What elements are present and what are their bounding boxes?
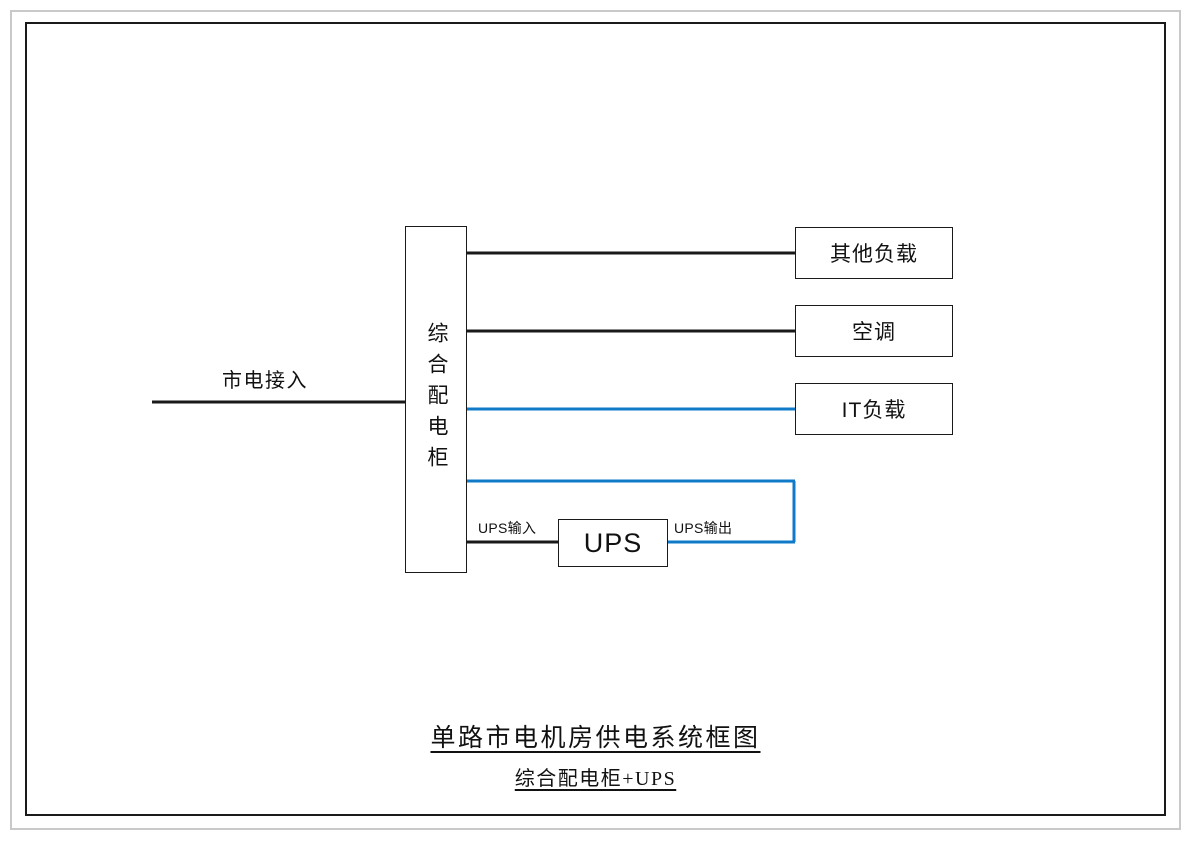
caption-line-2-row: 综合配电柜+UPS [0,754,1191,791]
ups-label: UPS [583,527,643,558]
distribution-cabinet-box: 综合配电柜 [405,226,467,573]
caption-line-1-row: 单路市电机房供电系统框图 [0,718,1191,754]
load-label-other: 其他负载 [830,243,918,266]
diagram-caption: 单路市电机房供电系统框图 综合配电柜+UPS [0,718,1191,791]
distribution-cabinet-label: 综合配电柜 [425,322,448,477]
load-box-other: 其他负载 [795,227,953,279]
diagram-frame [25,22,1166,816]
caption-subtitle: 综合配电柜+UPS [514,768,677,790]
page-outer-border [10,10,1181,830]
ups-input-label: UPS输入 [478,520,537,536]
mains-input-label: 市电接入 [222,370,308,392]
caption-title: 单路市电机房供电系统框图 [430,725,761,752]
ups-output-label: UPS输出 [674,520,733,536]
ups-box: UPS [558,519,668,567]
load-label-it: IT负载 [841,399,907,422]
load-box-it: IT负载 [795,383,953,435]
load-label-hvac: 空调 [852,321,896,344]
load-box-hvac: 空调 [795,305,953,357]
